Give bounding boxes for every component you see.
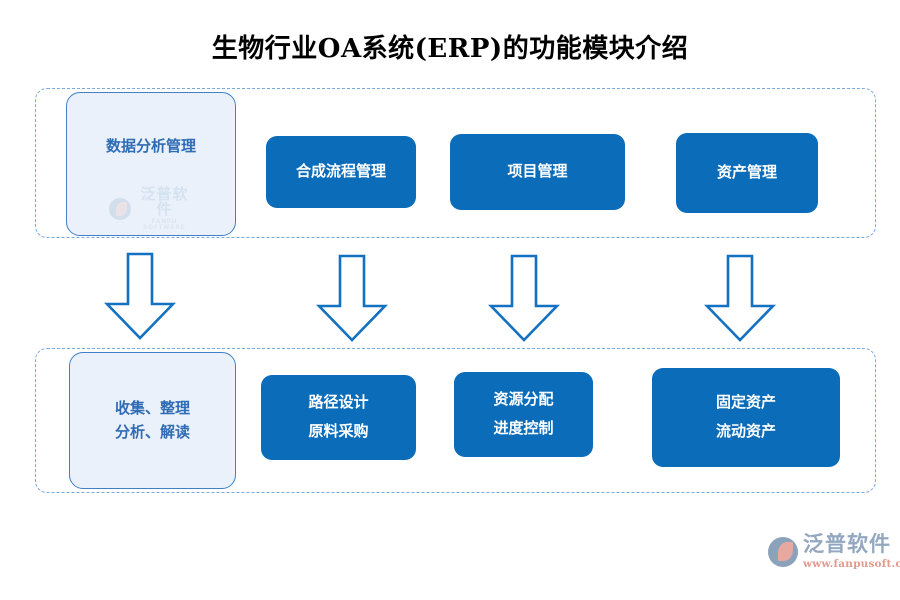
node-label-line-1: 固定资产 <box>715 394 776 411</box>
node-label-line-1: 收集、整理 <box>114 399 190 417</box>
node-label-line-1: 资源分配 <box>493 391 554 408</box>
logo-text: 泛普软件 www.fanpusoft.com <box>803 534 900 570</box>
node-project-management[interactable]: 项目管理 <box>450 134 625 210</box>
node-label-line-2: 流动资产 <box>715 422 776 440</box>
arrow-down-icon <box>104 252 176 340</box>
fanpu-watermark: 泛普软件 FANPU SOFTWARE <box>109 187 193 231</box>
watermark-text: 泛普软件 FANPU SOFTWARE <box>136 187 193 231</box>
arrow-down-icon <box>488 254 560 342</box>
page-title: 生物行业OA系统(ERP)的功能模块介绍 <box>211 34 689 64</box>
node-synthesis-process-management[interactable]: 合成流程管理 <box>266 136 416 208</box>
node-label-line-2: 分析、解读 <box>114 423 190 441</box>
node-label: 项目管理 <box>507 162 568 180</box>
fanpu-brand-logo: 泛普软件 www.fanpusoft.com <box>768 534 900 570</box>
node-data-analysis-details[interactable]: 收集、整理 分析、解读 <box>69 352 236 489</box>
node-label-line-1: 路径设计 <box>308 394 369 411</box>
module-row-container <box>35 88 876 238</box>
logo-company-name: 泛普软件 <box>803 533 891 556</box>
node-label: 合成流程管理 <box>295 162 386 180</box>
node-label: 资产管理 <box>716 163 777 181</box>
node-asset-management[interactable]: 资产管理 <box>676 133 818 213</box>
node-label: 数据分析管理 <box>105 138 196 155</box>
node-label-line-2: 进度控制 <box>493 419 554 437</box>
watermark-cn: 泛普软件 <box>140 186 189 218</box>
node-synthesis-process-details[interactable]: 路径设计 原料采购 <box>261 375 416 460</box>
node-data-analysis-management[interactable]: 数据分析管理 泛普软件 FANPU SOFTWARE <box>66 92 236 236</box>
arrow-down-icon <box>316 254 388 342</box>
logo-website-url: www.fanpusoft.com <box>803 558 900 570</box>
detail-row-container <box>35 348 876 493</box>
node-asset-management-details[interactable]: 固定资产 流动资产 <box>652 368 840 467</box>
node-label-line-2: 原料采购 <box>308 422 369 440</box>
node-project-management-details[interactable]: 资源分配 进度控制 <box>454 372 593 457</box>
fanpu-logo-icon <box>768 536 798 567</box>
watermark-en: FANPU SOFTWARE <box>143 219 186 231</box>
fanpu-logo-icon <box>109 198 131 220</box>
node-label-group: 收集、整理 分析、解读 <box>115 397 190 445</box>
arrow-down-icon <box>704 254 776 342</box>
